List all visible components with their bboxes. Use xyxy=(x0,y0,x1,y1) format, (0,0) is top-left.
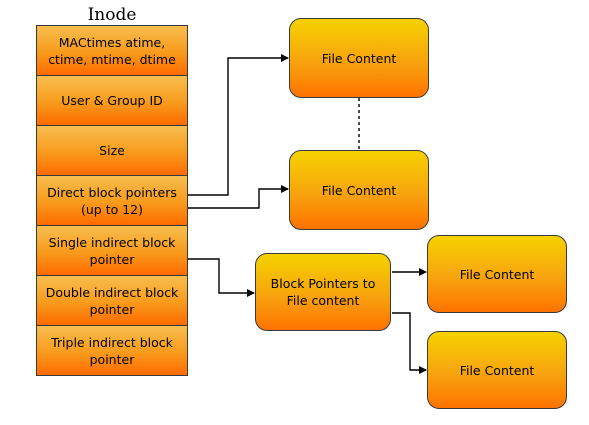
file-content-right-bottom-label: File Content xyxy=(459,362,535,378)
inode-field-single-indirect: Single indirect block pointer xyxy=(36,226,188,276)
inode-field-triple-indirect-label: Triple indirect block pointer xyxy=(51,334,173,367)
inode-field-user-group-id-label: User & Group ID xyxy=(61,93,163,108)
arrow-direct-to-file-content-middle xyxy=(188,185,289,209)
inode-field-size-label: Size xyxy=(99,143,125,158)
inode-field-size: Size xyxy=(36,126,188,176)
arrow-block-pointers-to-file-content-right-bottom xyxy=(392,312,427,374)
inode-field-double-indirect: Double indirect block pointer xyxy=(36,276,188,326)
inode-field-triple-indirect: Triple indirect block pointer xyxy=(36,326,188,376)
block-pointers-label: Block Pointers to File content xyxy=(270,276,376,308)
inode-title: Inode xyxy=(87,5,137,25)
arrow-single-indirect-to-block-pointers xyxy=(188,258,255,297)
file-content-top: File Content xyxy=(289,18,429,98)
inode-field-mactimes: MACtimes atime, ctime, mtime, dtime xyxy=(36,25,188,76)
inode-field-direct-block-pointers: Direct block pointers (up to 12) xyxy=(36,176,188,226)
file-content-middle-label: File Content xyxy=(321,182,397,198)
inode-field-mactimes-label: MACtimes atime, ctime, mtime, dtime xyxy=(48,34,176,67)
inode-table: MACtimes atime, ctime, mtime, dtime User… xyxy=(36,25,188,376)
inode-field-double-indirect-label: Double indirect block pointer xyxy=(45,284,179,317)
file-content-middle: File Content xyxy=(289,150,429,230)
inode-field-single-indirect-label: Single indirect block pointer xyxy=(48,234,176,267)
arrow-direct-to-file-content-top xyxy=(188,54,289,196)
file-content-right-top-label: File Content xyxy=(459,266,535,282)
inode-field-user-group-id: User & Group ID xyxy=(36,76,188,126)
block-pointers-node: Block Pointers to File content xyxy=(255,253,391,331)
file-content-right-top: File Content xyxy=(427,235,567,313)
file-content-right-bottom: File Content xyxy=(427,331,567,409)
file-content-top-label: File Content xyxy=(321,50,397,66)
inode-field-direct-block-pointers-label: Direct block pointers (up to 12) xyxy=(47,184,177,217)
